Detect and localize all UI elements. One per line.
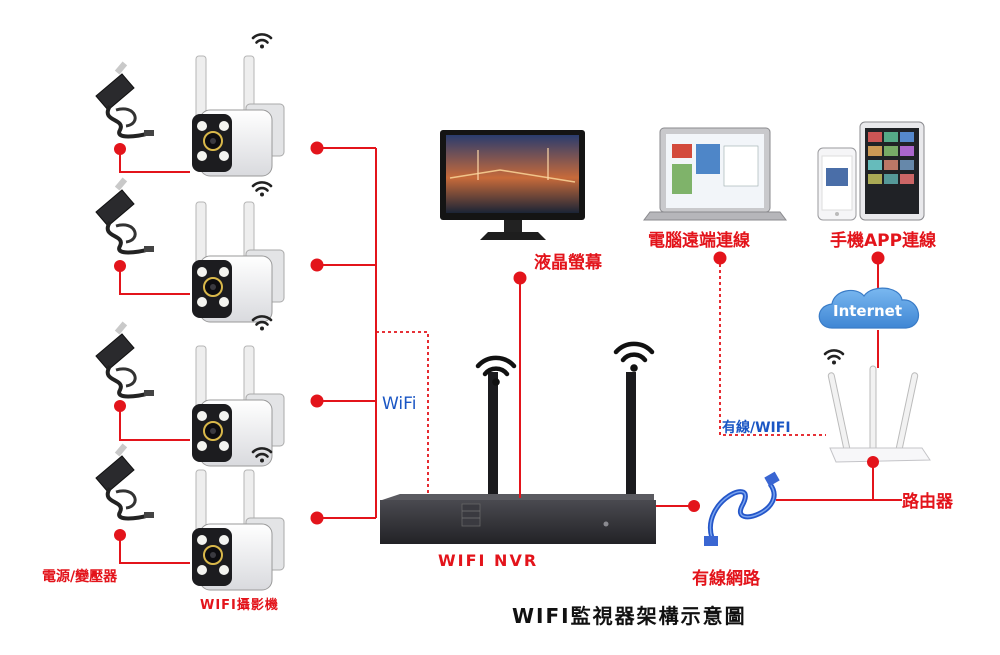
monitor-icon [440,130,585,498]
router-label: 路由器 [902,492,953,512]
camera-group-1 [94,33,285,177]
wifi-signal-icon [251,181,273,198]
diagram-title: WIFI監視器架構示意圖 [512,604,747,628]
nvr-icon [380,344,656,544]
bullet-camera-icon [191,345,285,467]
nvr-label: WIFI NVR [438,551,539,570]
ethernet-cable-icon [656,471,873,546]
power-wire [119,266,190,295]
tablet-icon [859,121,925,221]
power-adapter-icon [94,59,156,139]
power-adapter-icon [94,319,156,399]
power-adapter-icon [94,175,156,255]
internet-label: Internet [833,302,903,320]
internet-cloud-icon [818,251,920,368]
camera-group-3 [94,315,285,467]
connection-dot [114,260,126,272]
power-wire [119,406,190,441]
network-cable-label: 有線網路 [692,569,760,589]
connection-dot [114,143,126,155]
camera-wifi-links [310,141,429,525]
phone-app-label: 手機APP連線 [830,231,937,251]
power-adapter-label: 電源/變壓器 [42,569,118,585]
power-wire [119,149,190,173]
wifi-signal-icon [251,33,273,50]
connection-dot [114,529,126,541]
bullet-camera-icon [191,55,285,177]
laptop-icon [643,127,826,436]
camera-group-2 [94,175,285,323]
wifi-dashed-link [376,331,429,498]
bullet-camera-icon [191,201,285,323]
wired-wifi-label: 有線/WIFI [722,420,791,436]
router-icon [823,349,931,501]
bullet-camera-icon [191,469,285,591]
pc-remote-label: 電腦遠端連線 [648,231,750,251]
power-adapter-icon [94,441,156,521]
connection-dot [114,400,126,412]
lcd-monitor-label: 液晶螢幕 [534,253,602,273]
phone-icon [817,147,857,221]
wifi-label: WiFi [382,394,417,414]
wifi-camera-label: WIFI攝影機 [200,598,279,613]
camera-group-4 [94,441,285,591]
power-wire [119,535,190,564]
